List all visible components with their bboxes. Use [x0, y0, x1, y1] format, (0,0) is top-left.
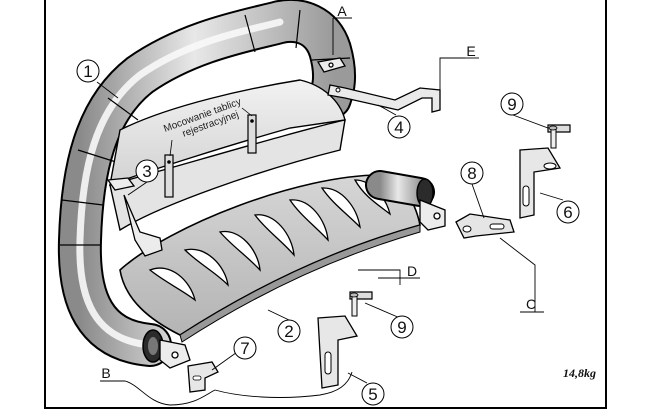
letter-c: C [526, 296, 536, 312]
callout-1-label: 1 [83, 62, 92, 81]
plate-mount-tab-left [164, 154, 174, 198]
view-letters: A B C D E [101, 3, 536, 381]
callout-2-label: 2 [284, 322, 293, 341]
small-bracket [187, 361, 219, 393]
angled-bracket [455, 213, 515, 239]
bolt-plate-lower [349, 291, 373, 317]
plate-mount-tab-right [247, 114, 257, 154]
callout-6: 6 [556, 200, 580, 224]
callout-5: 5 [361, 382, 385, 406]
callout-4: 4 [387, 115, 411, 139]
strut-arm [327, 84, 441, 113]
callout-4-label: 4 [394, 118, 403, 137]
callout-1: 1 [76, 59, 100, 83]
callout-7-label: 7 [240, 339, 249, 358]
leader-lines [96, 17, 564, 406]
callout-8: 8 [460, 161, 484, 185]
callout-6-label: 6 [563, 203, 572, 222]
bull-bar-tube [57, 0, 357, 367]
callout-3-label: 3 [142, 162, 151, 181]
callout-8-label: 8 [467, 164, 476, 183]
callout-9-upper-label: 9 [507, 95, 516, 114]
letter-a: A [337, 3, 347, 19]
callout-7: 7 [233, 336, 257, 360]
letter-e: E [466, 43, 475, 59]
letter-d: D [407, 263, 417, 279]
assembly-brackets [106, 57, 446, 369]
callout-9-upper: 9 [500, 92, 524, 116]
l-bracket [519, 147, 562, 219]
part-callouts: 1 2 3 4 5 6 7 [76, 59, 580, 406]
drawing-frame [44, 0, 607, 409]
callout-2: 2 [277, 319, 301, 343]
bolt-plate-upper [547, 124, 571, 149]
callout-3: 3 [135, 159, 159, 183]
callout-9-lower: 9 [390, 315, 414, 339]
lower-l-bracket [317, 315, 359, 389]
weight-label: 14,8kg [563, 366, 596, 380]
callout-9-lower-label: 9 [397, 318, 406, 337]
rear-shield [109, 79, 346, 232]
letter-b: B [101, 365, 110, 381]
callout-5-label: 5 [368, 385, 377, 404]
